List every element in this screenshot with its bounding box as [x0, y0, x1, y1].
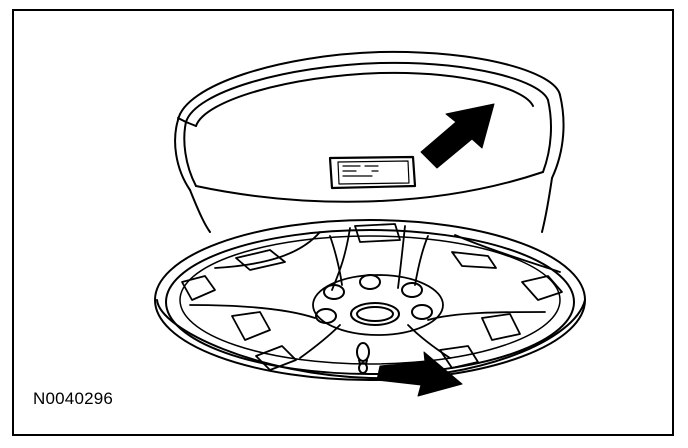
wheel-rim-back [174, 50, 565, 191]
wheel-barrel [189, 171, 553, 233]
wheel-spokes [189, 225, 561, 359]
wheel-windows [181, 223, 563, 371]
wheel-hub [312, 274, 444, 336]
figure-frame [12, 9, 674, 436]
arrow-icon [376, 351, 463, 397]
wheel-face [154, 219, 586, 381]
tire-info-label [328, 155, 417, 190]
arrow-icon [420, 103, 495, 169]
figure-id-label: N0040296 [33, 389, 114, 408]
valve-stem [356, 342, 370, 374]
